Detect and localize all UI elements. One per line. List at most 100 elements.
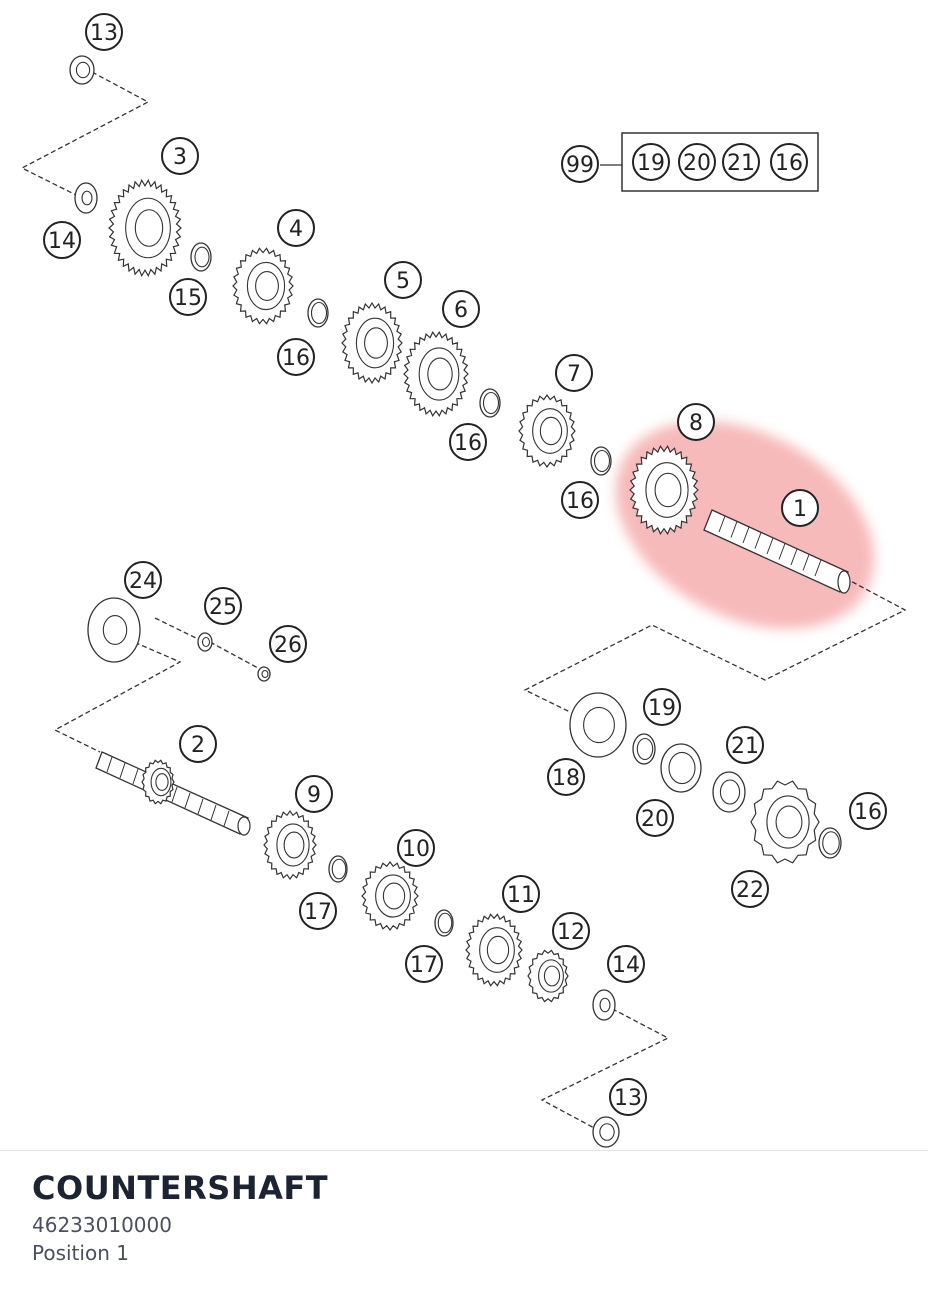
gear-4[interactable] bbox=[232, 247, 294, 325]
bearing-13-bottom[interactable] bbox=[592, 1116, 620, 1148]
callout-c4[interactable]: 4 bbox=[277, 209, 315, 247]
callout-c14b[interactable]: 14 bbox=[607, 945, 645, 983]
gear-10[interactable] bbox=[361, 860, 419, 932]
svg-text:16: 16 bbox=[775, 151, 803, 176]
callout-label: 14 bbox=[612, 953, 640, 978]
washer-14-top[interactable] bbox=[74, 182, 98, 214]
callout-label: 16 bbox=[282, 346, 310, 371]
circlip-16c[interactable] bbox=[590, 446, 612, 476]
circlip-17a[interactable] bbox=[328, 855, 348, 883]
callout-c2[interactable]: 2 bbox=[179, 725, 217, 763]
countershaft-1[interactable] bbox=[703, 509, 851, 594]
callout-label: 8 bbox=[689, 411, 703, 436]
callout-c8[interactable]: 8 bbox=[677, 403, 715, 441]
callouts-layer: 13 3 14 15 4 16 5 6 16 7 8 16 1 24 25 26 2 9 17 10 17 11 12 14 1… bbox=[43, 13, 887, 1116]
circlip-17b[interactable] bbox=[434, 909, 454, 937]
parts-layer bbox=[69, 55, 851, 1148]
part-number: 46233010000 bbox=[32, 1213, 172, 1237]
callout-c14a[interactable]: 14 bbox=[43, 221, 81, 259]
callout-label: 5 bbox=[396, 269, 410, 294]
callout-label: 13 bbox=[90, 21, 118, 46]
sprocket-22[interactable] bbox=[750, 780, 820, 864]
callout-label: 17 bbox=[410, 953, 438, 978]
bushing-21[interactable] bbox=[712, 771, 746, 813]
callout-c18[interactable]: 18 bbox=[547, 758, 585, 796]
callout-c22[interactable]: 22 bbox=[731, 870, 769, 908]
callout-label: 26 bbox=[274, 633, 302, 658]
gear-5[interactable] bbox=[341, 301, 403, 385]
callout-c6[interactable]: 6 bbox=[442, 290, 480, 328]
bushing-15[interactable] bbox=[190, 242, 212, 272]
gear-9[interactable] bbox=[263, 809, 317, 881]
callout-c16d[interactable]: 16 bbox=[849, 792, 887, 830]
gear-8[interactable] bbox=[629, 444, 699, 536]
callout-label: 24 bbox=[129, 569, 157, 594]
callout-c16a[interactable]: 16 bbox=[277, 338, 315, 376]
callout-c13b[interactable]: 13 bbox=[609, 1078, 647, 1116]
callout-label: 7 bbox=[567, 362, 581, 387]
gear-3[interactable] bbox=[108, 178, 182, 278]
callout-c17a[interactable]: 17 bbox=[299, 892, 337, 930]
callout-c25[interactable]: 25 bbox=[204, 587, 242, 625]
gear-12[interactable] bbox=[527, 949, 569, 1003]
bearing-24[interactable] bbox=[87, 597, 141, 663]
ring-19[interactable] bbox=[632, 733, 656, 765]
mainshaft-2[interactable] bbox=[95, 751, 251, 836]
callout-c1[interactable]: 1 bbox=[781, 489, 819, 527]
gear-7[interactable] bbox=[518, 393, 576, 469]
callout-c10[interactable]: 10 bbox=[397, 829, 435, 867]
callout-c16b[interactable]: 16 bbox=[449, 423, 487, 461]
callout-c5[interactable]: 5 bbox=[384, 261, 422, 299]
callout-label: 16 bbox=[566, 489, 594, 514]
bearing-13-top[interactable] bbox=[69, 55, 95, 85]
callout-label: 16 bbox=[854, 800, 882, 825]
circlip-16a[interactable] bbox=[307, 298, 329, 328]
kit-box bbox=[621, 132, 819, 192]
callout-c12[interactable]: 12 bbox=[552, 912, 590, 950]
bearing-18[interactable] bbox=[569, 692, 627, 758]
part-info-footer: COUNTERSHAFT 46233010000 Position 1 bbox=[0, 1150, 928, 1291]
callout-c7[interactable]: 7 bbox=[555, 354, 593, 392]
callout-label: 11 bbox=[507, 883, 535, 908]
callout-c17b[interactable]: 17 bbox=[405, 945, 443, 983]
svg-text:19: 19 bbox=[637, 151, 665, 176]
leader-lines bbox=[20, 71, 907, 1131]
callout-label: 22 bbox=[736, 878, 764, 903]
callout-c16c[interactable]: 16 bbox=[561, 481, 599, 519]
callout-label: 25 bbox=[209, 595, 237, 620]
gear-11[interactable] bbox=[465, 913, 523, 987]
callout-label: 19 bbox=[648, 696, 676, 721]
callout-label: 1 bbox=[793, 497, 807, 522]
exploded-parts-diagram: 13 3 14 15 4 16 5 6 16 7 8 16 1 24 25 26 2 9 17 10 17 11 12 14 1… bbox=[20, 13, 907, 1148]
callout-c21[interactable]: 21 bbox=[726, 726, 764, 764]
washer-14-bottom[interactable] bbox=[592, 989, 616, 1021]
callout-c15[interactable]: 15 bbox=[169, 278, 207, 316]
callout-label: 20 bbox=[641, 807, 669, 832]
callout-label: 12 bbox=[557, 920, 585, 945]
callout-c13a[interactable]: 13 bbox=[85, 13, 123, 51]
mainshaft-2-gear[interactable] bbox=[141, 759, 175, 805]
screw-26[interactable] bbox=[257, 666, 271, 682]
washer-25[interactable] bbox=[197, 632, 213, 652]
callout-label: 13 bbox=[614, 1086, 642, 1111]
callout-label: 2 bbox=[191, 733, 205, 758]
svg-text:21: 21 bbox=[727, 151, 755, 176]
callout-label: 9 bbox=[307, 783, 321, 808]
callout-c26[interactable]: 26 bbox=[269, 625, 307, 663]
callout-label: 4 bbox=[289, 217, 303, 242]
callout-c9[interactable]: 9 bbox=[295, 775, 333, 813]
callout-c11[interactable]: 11 bbox=[502, 875, 540, 913]
callout-c3[interactable]: 3 bbox=[161, 137, 199, 175]
callout-label: 10 bbox=[402, 837, 430, 862]
seal-20[interactable] bbox=[660, 743, 702, 793]
callout-c24[interactable]: 24 bbox=[124, 561, 162, 599]
svg-text:99: 99 bbox=[566, 153, 594, 178]
callout-c20[interactable]: 20 bbox=[636, 799, 674, 837]
gear-6[interactable] bbox=[403, 330, 469, 418]
circlip-16d[interactable] bbox=[818, 827, 842, 859]
callout-label: 16 bbox=[454, 431, 482, 456]
callout-label: 18 bbox=[552, 766, 580, 791]
callout-c19[interactable]: 19 bbox=[643, 688, 681, 726]
circlip-16b[interactable] bbox=[479, 388, 501, 418]
